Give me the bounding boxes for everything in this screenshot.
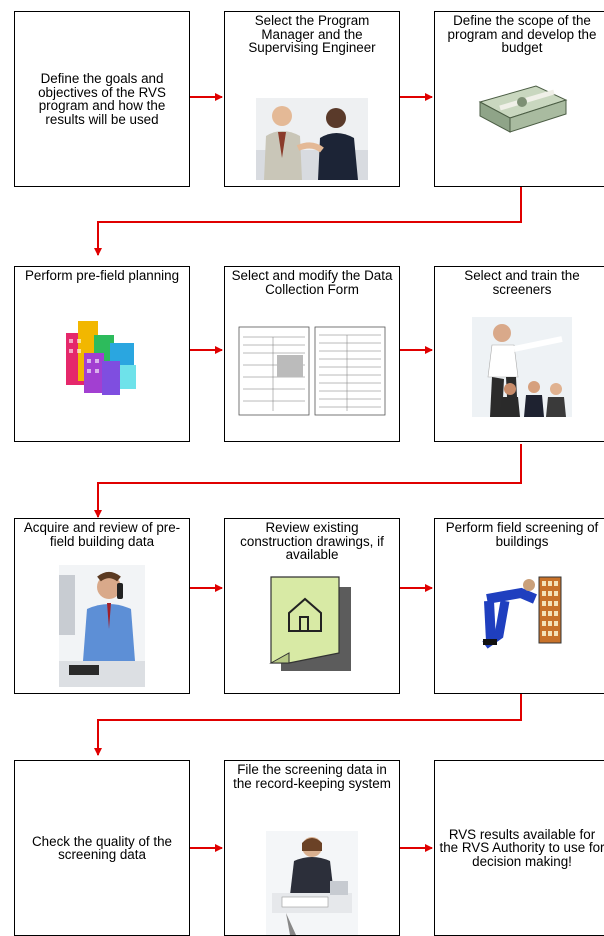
- pushing-building-icon: [482, 576, 562, 649]
- step-text-8: Review existing construction drawings, i…: [240, 520, 384, 562]
- handshake-photo-icon: [256, 98, 368, 180]
- step-box-6: Select and train the screeners: [434, 266, 604, 442]
- step-text-3: Define the scope of the program and deve…: [447, 13, 597, 55]
- step-text-6: Select and train the screeners: [464, 268, 580, 297]
- house-drawing-icon: [269, 576, 351, 671]
- step-box-3: Define the scope of the program and deve…: [434, 11, 604, 187]
- step-text-9: Perform field screening of buildings: [445, 520, 599, 549]
- step-text-4: Perform pre-field planning: [24, 268, 180, 283]
- step-box-9: Perform field screening of buildings: [434, 518, 604, 694]
- typing-worker-photo-icon: [266, 831, 358, 935]
- step-box-12: RVS results available for the RVS Author…: [434, 760, 604, 936]
- step-box-2: Select the Program Manager and the Super…: [224, 11, 400, 187]
- buildings-icon: [66, 321, 136, 395]
- step-box-4: Perform pre-field planning: [14, 266, 190, 442]
- step-box-1: Define the goals and objectives of the R…: [14, 11, 190, 187]
- step-box-7: Acquire and review of pre-field building…: [14, 518, 190, 694]
- arrow-6-7: [94, 444, 522, 518]
- phone-worker-photo-icon: [59, 565, 145, 687]
- arrow-3-4: [94, 186, 522, 256]
- step-text-11: File the screening data in the record-ke…: [233, 762, 391, 791]
- form-document-icon: [238, 326, 386, 416]
- step-text-2: Select the Program Manager and the Super…: [248, 13, 376, 55]
- arrow-9-10: [94, 685, 522, 756]
- step-text-5: Select and modify the Data Collection Fo…: [231, 268, 393, 297]
- money-stack-icon: [478, 85, 568, 133]
- step-box-5: Select and modify the Data Collection Fo…: [224, 266, 400, 442]
- step-box-10: Check the quality of the screening data: [14, 760, 190, 936]
- presentation-photo-icon: [472, 317, 572, 417]
- step-text-12: RVS results available for the RVS Author…: [439, 826, 604, 869]
- step-text-7: Acquire and review of pre-field building…: [23, 520, 181, 549]
- step-box-8: Review existing construction drawings, i…: [224, 518, 400, 694]
- step-box-11: File the screening data in the record-ke…: [224, 760, 400, 936]
- step-text-10: Check the quality of the screening data: [32, 833, 172, 862]
- step-text-1: Define the goals and objectives of the R…: [38, 71, 166, 127]
